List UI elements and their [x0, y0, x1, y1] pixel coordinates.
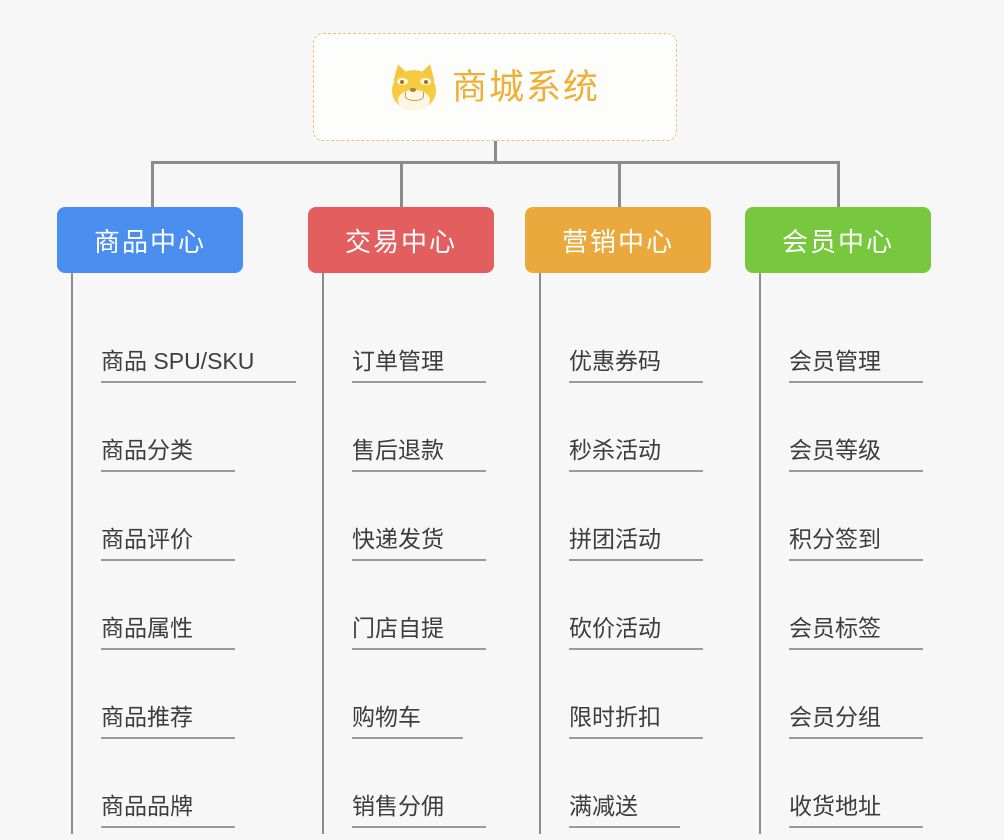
leaf-label: 订单管理: [352, 348, 486, 383]
branch-header-1[interactable]: 商品中心: [57, 207, 243, 273]
list-item[interactable]: 商品品牌: [73, 745, 317, 834]
list-item[interactable]: 会员等级: [761, 389, 975, 478]
branch-header-2[interactable]: 交易中心: [308, 207, 494, 273]
leaf-label: 积分签到: [789, 526, 923, 561]
connector-horizontal-bus: [151, 161, 839, 164]
connector-drop-branch-2: [400, 161, 403, 207]
leaf-label: 满减送: [569, 793, 680, 828]
root-node[interactable]: 商城系统: [313, 33, 677, 141]
branch-header-3[interactable]: 营销中心: [525, 207, 711, 273]
list-item[interactable]: 会员分组: [761, 656, 975, 745]
leaf-label: 收货地址: [789, 793, 923, 828]
list-item[interactable]: 商品评价: [73, 478, 317, 567]
list-item[interactable]: 商品 SPU/SKU: [73, 300, 317, 389]
list-item[interactable]: 销售分佣: [324, 745, 548, 834]
leaf-label: 商品评价: [101, 526, 235, 561]
branch-leaf-list-4: 会员管理 会员等级 积分签到 会员标签 会员分组 收货地址: [759, 273, 975, 834]
branch-column-2: 交易中心 订单管理 售后退款 快递发货 门店自提 购物车 销售分佣: [308, 207, 548, 834]
leaf-label: 商品分类: [101, 437, 235, 472]
list-item[interactable]: 优惠券码: [541, 300, 755, 389]
list-item[interactable]: 限时折扣: [541, 656, 755, 745]
list-item[interactable]: 订单管理: [324, 300, 548, 389]
branch-column-1: 商品中心 商品 SPU/SKU 商品分类 商品评价 商品属性 商品推荐 商品品牌: [57, 207, 317, 834]
leaf-label: 优惠券码: [569, 348, 703, 383]
leaf-label: 秒杀活动: [569, 437, 703, 472]
branch-column-3: 营销中心 优惠券码 秒杀活动 拼团活动 砍价活动 限时折扣 满减送: [525, 207, 755, 834]
list-item[interactable]: 商品分类: [73, 389, 317, 478]
list-item[interactable]: 商品推荐: [73, 656, 317, 745]
leaf-label: 会员标签: [789, 615, 923, 650]
root-title: 商城系统: [451, 67, 600, 107]
list-item[interactable]: 购物车: [324, 656, 548, 745]
shiba-dog-icon: [389, 61, 439, 110]
leaf-label: 会员等级: [789, 437, 923, 472]
list-item[interactable]: 会员标签: [761, 567, 975, 656]
branch-leaf-list-3: 优惠券码 秒杀活动 拼团活动 砍价活动 限时折扣 满减送: [539, 273, 755, 834]
list-item[interactable]: 秒杀活动: [541, 389, 755, 478]
list-item[interactable]: 门店自提: [324, 567, 548, 656]
leaf-label: 商品推荐: [101, 704, 235, 739]
list-item[interactable]: 会员管理: [761, 300, 975, 389]
list-item[interactable]: 快递发货: [324, 478, 548, 567]
list-item[interactable]: 售后退款: [324, 389, 548, 478]
leaf-label: 会员分组: [789, 704, 923, 739]
leaf-label: 限时折扣: [569, 704, 703, 739]
leaf-label: 快递发货: [352, 526, 486, 561]
leaf-label: 商品品牌: [101, 793, 235, 828]
list-item[interactable]: 积分签到: [761, 478, 975, 567]
connector-root-stem: [494, 141, 497, 163]
leaf-label: 门店自提: [352, 615, 486, 650]
branch-header-4[interactable]: 会员中心: [745, 207, 931, 273]
leaf-label: 砍价活动: [569, 615, 703, 650]
leaf-label: 商品属性: [101, 615, 235, 650]
branch-leaf-list-1: 商品 SPU/SKU 商品分类 商品评价 商品属性 商品推荐 商品品牌: [71, 273, 317, 834]
list-item[interactable]: 拼团活动: [541, 478, 755, 567]
leaf-label: 拼团活动: [569, 526, 703, 561]
list-item[interactable]: 砍价活动: [541, 567, 755, 656]
leaf-label: 会员管理: [789, 348, 923, 383]
leaf-label: 售后退款: [352, 437, 486, 472]
branch-column-4: 会员中心 会员管理 会员等级 积分签到 会员标签 会员分组 收货地址: [745, 207, 975, 834]
branch-leaf-list-2: 订单管理 售后退款 快递发货 门店自提 购物车 销售分佣: [322, 273, 548, 834]
list-item[interactable]: 收货地址: [761, 745, 975, 834]
leaf-label: 销售分佣: [352, 793, 486, 828]
list-item[interactable]: 满减送: [541, 745, 755, 834]
leaf-label: 商品 SPU/SKU: [101, 348, 297, 383]
connector-drop-branch-1: [151, 161, 154, 207]
list-item[interactable]: 商品属性: [73, 567, 317, 656]
connector-drop-branch-4: [837, 161, 840, 207]
connector-drop-branch-3: [618, 161, 621, 207]
leaf-label: 购物车: [352, 704, 463, 739]
